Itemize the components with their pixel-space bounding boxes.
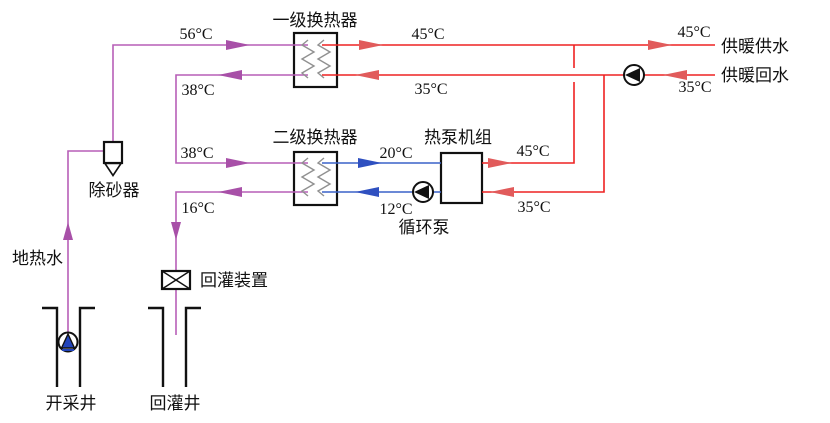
pump-impeller-left-icon [414, 185, 429, 199]
heating-return-pump [623, 64, 645, 86]
labels-layer: 一级换热器 二级换热器 热泵机组 循环泵 除砂器 回灌装置 开采井 回灌井 地热… [12, 11, 789, 413]
temp-return-far: 35°C [678, 79, 711, 96]
primary-heat-exchanger-box [292, 31, 339, 89]
pipe-hx2-to-reinjection-device [175, 191, 308, 271]
temp-geo-to-hx1: 56°C [179, 26, 212, 43]
equipment-layer [292, 31, 484, 207]
heating-flow-arrows [355, 40, 687, 197]
flow-arrow-right-icon [226, 158, 250, 168]
heating-pipes [322, 44, 715, 193]
temp-hx1-hot-out: 45°C [411, 26, 444, 43]
temp-hx2-geo-out: 16°C [181, 200, 214, 217]
pump-impeller-up-icon [60, 332, 76, 349]
pipe-hp-supply-riser-lower [482, 82, 575, 164]
flow-arrow-up-icon [63, 222, 73, 240]
cold-loop-flow-arrows [355, 158, 382, 197]
production-well-right-wall [78, 306, 95, 387]
reinjection-well-left-wall [148, 306, 165, 387]
label-geothermal-water: 地热水 [12, 249, 63, 268]
hx1-coil-right [316, 39, 332, 79]
temp-hp-hot-out: 45°C [516, 143, 549, 160]
label-heating-supply: 供暖供水 [721, 37, 789, 56]
flow-arrow-left-icon [218, 187, 242, 197]
flow-arrow-left-icon [218, 70, 242, 80]
flow-arrow-down-icon [171, 222, 181, 240]
temp-hx2-cold-out: 20°C [379, 145, 412, 162]
label-circulation-pump: 循环泵 [399, 218, 450, 237]
hx2-coil-left [300, 157, 316, 197]
production-well-left-wall [42, 306, 59, 387]
flow-arrow-right-icon [648, 40, 672, 50]
wells [42, 306, 201, 387]
pipe-well-to-sand-remover [67, 150, 104, 333]
hx2-coil-right [316, 157, 332, 197]
label-heating-return: 供暖回水 [721, 66, 789, 85]
flow-arrow-left-icon [663, 70, 687, 80]
temp-supply-far: 45°C [677, 24, 710, 41]
sand-remover [102, 140, 124, 177]
label-reinjection-well: 回灌井 [150, 394, 201, 413]
flow-arrow-right-icon [488, 158, 512, 168]
flow-arrow-left-icon [355, 187, 379, 197]
flow-arrow-left-icon [490, 187, 514, 197]
temp-hx1-hot-in: 35°C [414, 81, 447, 98]
pump-impeller-left-icon [625, 68, 640, 82]
pipe-hp-return-riser [482, 75, 605, 193]
reinjection-device [160, 269, 192, 291]
temp-hx2-cold-in: 12°C [379, 201, 412, 218]
flow-arrow-right-icon [359, 40, 383, 50]
flow-arrow-right-icon [358, 158, 382, 168]
flow-arrow-right-icon [226, 40, 250, 50]
secondary-heat-exchanger-box [292, 150, 339, 207]
temp-hp-hot-in: 35°C [517, 199, 550, 216]
geothermal-flow-arrows [63, 40, 250, 240]
sand-remover-funnel-icon [103, 162, 123, 177]
label-hx2: 二级换热器 [273, 128, 358, 147]
label-heat-pump: 热泵机组 [424, 128, 492, 147]
hx-coils [300, 39, 332, 197]
temp-hx1-geo-out: 38°C [181, 82, 214, 99]
hx1-coil-left [300, 39, 316, 79]
flow-arrow-left-icon [355, 70, 379, 80]
sand-remover-body [102, 140, 124, 165]
label-production-well: 开采井 [46, 394, 97, 413]
label-hx1: 一级换热器 [273, 11, 358, 30]
circulation-pump [412, 181, 434, 203]
label-reinjection-device: 回灌装置 [200, 271, 268, 290]
temp-hx2-geo-in: 38°C [180, 145, 213, 162]
heat-pump-unit-box [439, 151, 484, 205]
well-submersible-pump [57, 331, 79, 353]
reinjection-device-cross-icon [161, 270, 191, 290]
label-sand-remover: 除砂器 [89, 181, 140, 200]
reinjection-well-right-wall [184, 306, 201, 387]
